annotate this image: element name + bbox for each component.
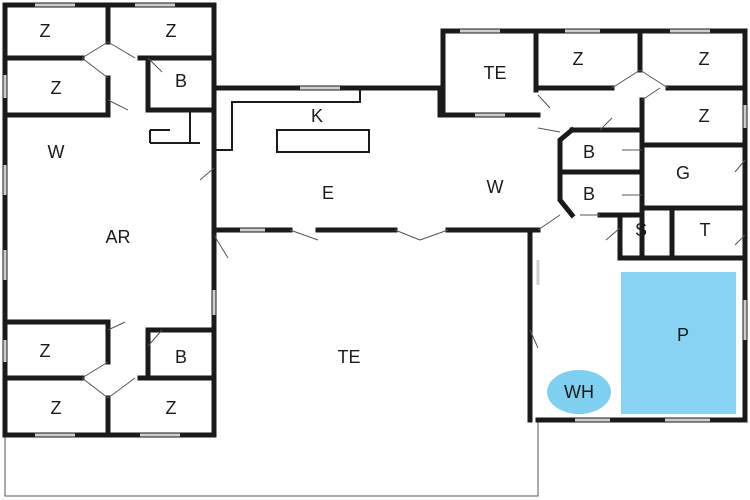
room-label-z-bottom-left-3: Z	[166, 398, 177, 418]
windows	[3, 3, 747, 437]
room-label-g: G	[676, 163, 690, 183]
room-label-te-top: TE	[483, 63, 506, 83]
room-label-z-bottom-left-1: Z	[40, 341, 51, 361]
room-label-z-right-1: Z	[573, 49, 584, 69]
room-label-z-left-mid: Z	[51, 78, 62, 98]
room-label-b-right-2: B	[583, 184, 595, 204]
room-label-z-right-2: Z	[699, 49, 710, 69]
room-label-b-top-left: B	[175, 71, 187, 91]
room-label-wh: WH	[564, 382, 594, 402]
center-walls	[211, 28, 541, 423]
room-label-w-center: W	[487, 177, 504, 197]
room-label-z-bottom-left-2: Z	[51, 398, 62, 418]
left-wing-walls	[2, 2, 217, 438]
room-label-b-bottom-left: B	[175, 347, 187, 367]
room-label-k: K	[311, 106, 323, 126]
room-label-te-center: TE	[337, 347, 360, 367]
room-label-z-right-3: Z	[699, 106, 710, 126]
right-wing-walls	[535, 28, 748, 423]
pool	[621, 272, 736, 414]
room-label-z-top-left-1: Z	[40, 21, 51, 41]
whirlpool	[547, 370, 611, 414]
room-label-t: T	[700, 220, 711, 240]
room-label-s: S	[635, 220, 647, 240]
terrace-outline	[4, 420, 539, 497]
left-wing-details	[149, 110, 200, 144]
room-label-e: E	[322, 183, 334, 203]
room-label-b-right-1: B	[583, 142, 595, 162]
room-label-z-top-left-2: Z	[166, 21, 177, 41]
room-label-p: P	[677, 325, 689, 345]
room-label-ar: AR	[105, 227, 130, 247]
doors	[81, 41, 746, 399]
room-label-w-left: W	[48, 142, 65, 162]
kitchen-details	[214, 88, 370, 153]
